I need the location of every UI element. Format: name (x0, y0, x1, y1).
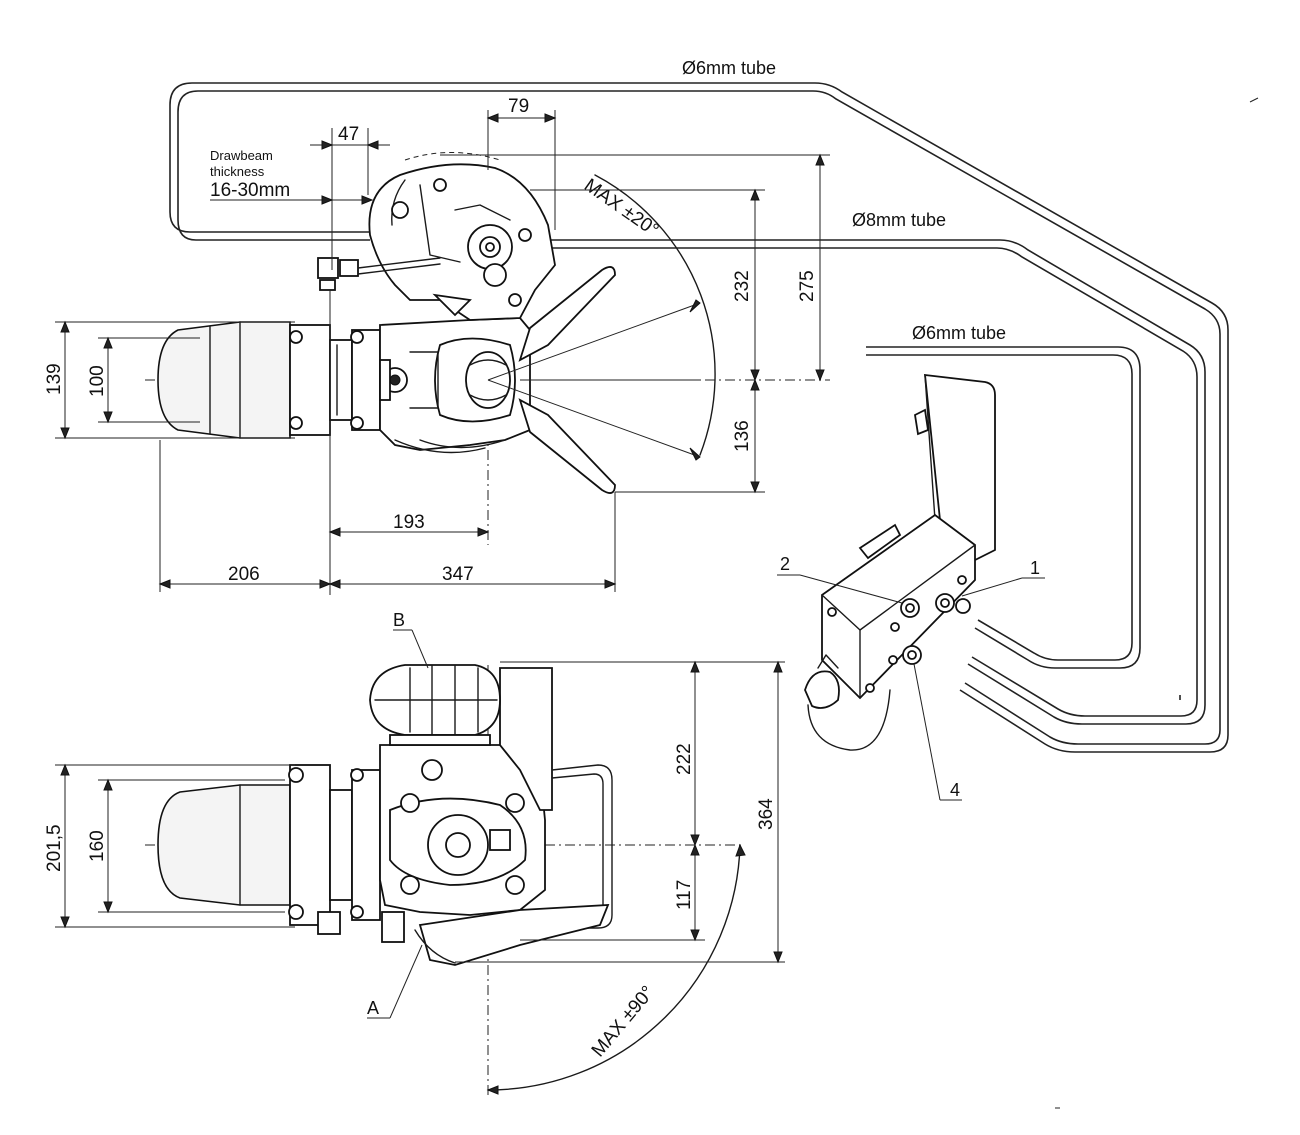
top-coupling-jaw (518, 266, 616, 362)
dim-79: 79 (508, 96, 529, 117)
side-view: B A MAX ±90° 222 117 364 2 (44, 610, 785, 1095)
tube-label-middle: Ø8mm tube (852, 210, 946, 230)
dim-100: 100 (87, 365, 108, 397)
tube-label-outer: Ø6mm tube (682, 58, 776, 78)
tube-routing (169, 82, 1229, 753)
dim-364: 364 (756, 798, 777, 830)
label-4: 4 (950, 780, 960, 800)
drawbeam-value: 16-30mm (210, 180, 290, 201)
dim-193: 193 (393, 512, 425, 533)
tube-label-inner: Ø6mm tube (912, 323, 1006, 343)
label-2: 2 (780, 554, 790, 574)
label-a: A (367, 998, 379, 1018)
top-actuator-body (157, 321, 291, 439)
top-view: MAX ±20° 47 79 Drawbeam thickness 16-30m… (44, 96, 830, 595)
label-b: B (393, 610, 405, 630)
label-1: 1 (1030, 558, 1040, 578)
top-angle-label: MAX ±20° (580, 175, 662, 241)
side-actuator-body (157, 784, 291, 906)
dim-222: 222 (674, 743, 695, 775)
dim-201-5: 201,5 (44, 824, 65, 872)
dim-160: 160 (87, 830, 108, 862)
side-angle-label: MAX ±90° (588, 982, 659, 1061)
dim-136: 136 (732, 420, 753, 452)
dim-117: 117 (674, 880, 695, 910)
drawbeam-label-line2: thickness (210, 164, 265, 179)
connector-box: 1 2 4 (777, 373, 1045, 801)
dim-206: 206 (228, 564, 260, 585)
dim-232: 232 (732, 270, 753, 302)
dim-275: 275 (797, 270, 818, 302)
dim-139: 139 (44, 363, 65, 395)
dim-347: 347 (442, 564, 474, 585)
drawbeam-label-line1: Drawbeam (210, 148, 273, 163)
dim-47: 47 (338, 124, 359, 145)
